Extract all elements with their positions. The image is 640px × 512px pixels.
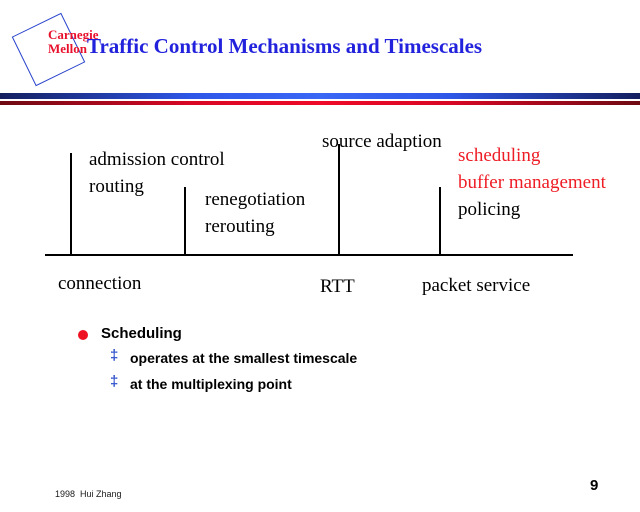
label-routing: routing — [89, 176, 144, 197]
divider-blue-bar — [0, 93, 640, 99]
timeline-axis — [45, 254, 573, 256]
label-connection: connection — [58, 273, 142, 294]
page-number: 9 — [590, 477, 599, 494]
label-source-adaption: source adaption — [322, 131, 442, 152]
bullet-icon — [78, 330, 88, 340]
label-renegotiation: renegotiation — [205, 189, 306, 210]
slide-title: Traffic Control Mechanisms and Timescale… — [87, 34, 483, 58]
divider-red-bar — [0, 101, 640, 105]
logo-line-1: Carnegie — [48, 27, 99, 42]
label-policing: policing — [458, 199, 521, 220]
double-dagger-icon: ‡ — [110, 373, 119, 390]
label-admission-control: admission control — [89, 149, 225, 170]
timeline-tick-renegotiation — [184, 187, 186, 255]
bullet-sub-item-2: at the multiplexing point — [130, 376, 292, 392]
label-packet-service: packet service — [422, 275, 531, 296]
timeline-tick-packet — [439, 187, 441, 255]
bullet-sub-item-1: operates at the smallest timescale — [130, 350, 358, 366]
timeline-tick-rtt — [338, 144, 340, 255]
timeline-tick-connection — [70, 153, 72, 255]
logo-line-2: Mellon — [48, 41, 87, 56]
double-dagger-icon: ‡ — [110, 347, 119, 364]
bullet-heading: Scheduling — [101, 325, 182, 342]
label-rtt: RTT — [320, 276, 355, 297]
cmu-logo-text: Carnegie Mellon — [48, 28, 99, 56]
label-rerouting: rerouting — [205, 216, 275, 237]
footer-credit: 1998 Hui Zhang — [55, 489, 122, 499]
label-buffer-management: buffer management — [458, 172, 606, 193]
label-scheduling: scheduling — [458, 145, 541, 166]
